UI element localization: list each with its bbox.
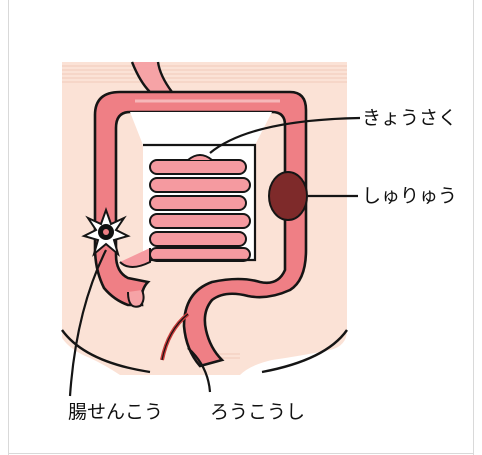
label-perforation: 腸せんこう [68,401,163,423]
label-fistula: ろうこうし [210,401,305,423]
tumor-mass [269,172,307,220]
label-stenosis: きょうさく [362,107,457,129]
label-tumor: しゅりゅう [362,185,457,207]
small-intestine [143,145,255,261]
